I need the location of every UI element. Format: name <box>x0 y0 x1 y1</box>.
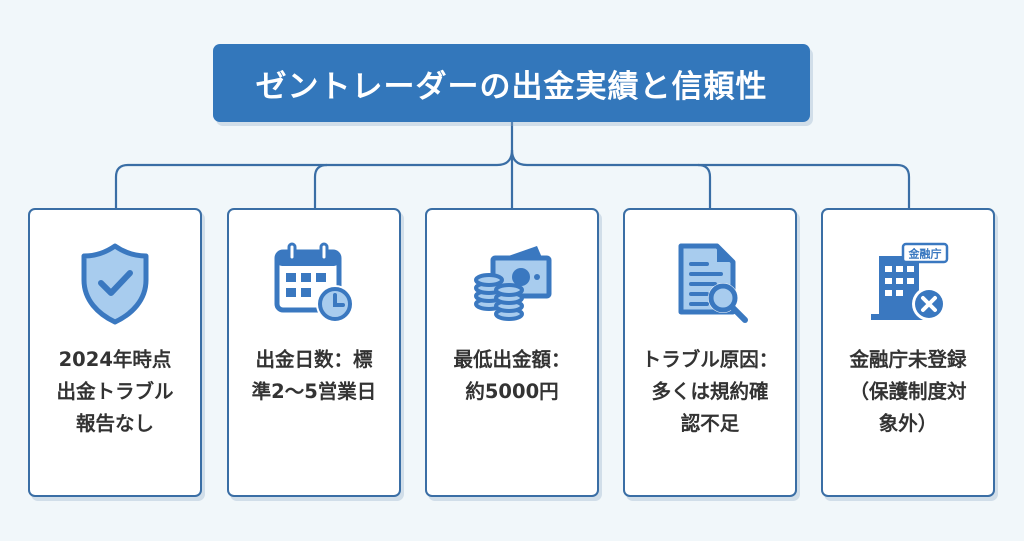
calendar-clock-icon <box>274 242 354 323</box>
card-fsa-unregistered: 金融庁 金融庁未登録 （保護制度対 象外） <box>821 208 995 497</box>
card-minimum-withdrawal: 最低出金額： 約5000円 <box>425 208 599 497</box>
fsa-label: 金融庁 <box>908 247 942 261</box>
shield-check-icon <box>81 243 149 325</box>
card-withdrawal-days: 出金日数：標 準2〜5営業日 <box>227 208 401 497</box>
card-text: トラブル原因： 多くは規約確 認不足 <box>641 348 779 435</box>
document-search-icon <box>678 243 748 323</box>
connector-left-inner <box>313 163 328 208</box>
page-title: ゼントレーダーの出金実績と信頼性 <box>255 68 768 105</box>
title-box: ゼントレーダーの出金実績と信頼性 <box>213 44 810 122</box>
money-coins-icon <box>474 246 552 321</box>
connector-left-bus <box>114 149 514 208</box>
card-text: 金融庁未登録 （保護制度対 象外） <box>849 348 967 435</box>
card-trouble-cause: トラブル原因： 多くは規約確 認不足 <box>623 208 797 497</box>
connector-right-inner <box>697 163 712 208</box>
connector-right-bus <box>510 149 911 208</box>
card-text: 2024年時点 出金トラブル 報告なし <box>56 348 174 435</box>
card-text: 出金日数：標 準2〜5営業日 <box>251 348 377 403</box>
building-x-icon: 金融庁 <box>871 242 949 321</box>
card-no-trouble: 2024年時点 出金トラブル 報告なし <box>28 208 202 497</box>
card-text: 最低出金額： 約5000円 <box>453 348 571 403</box>
